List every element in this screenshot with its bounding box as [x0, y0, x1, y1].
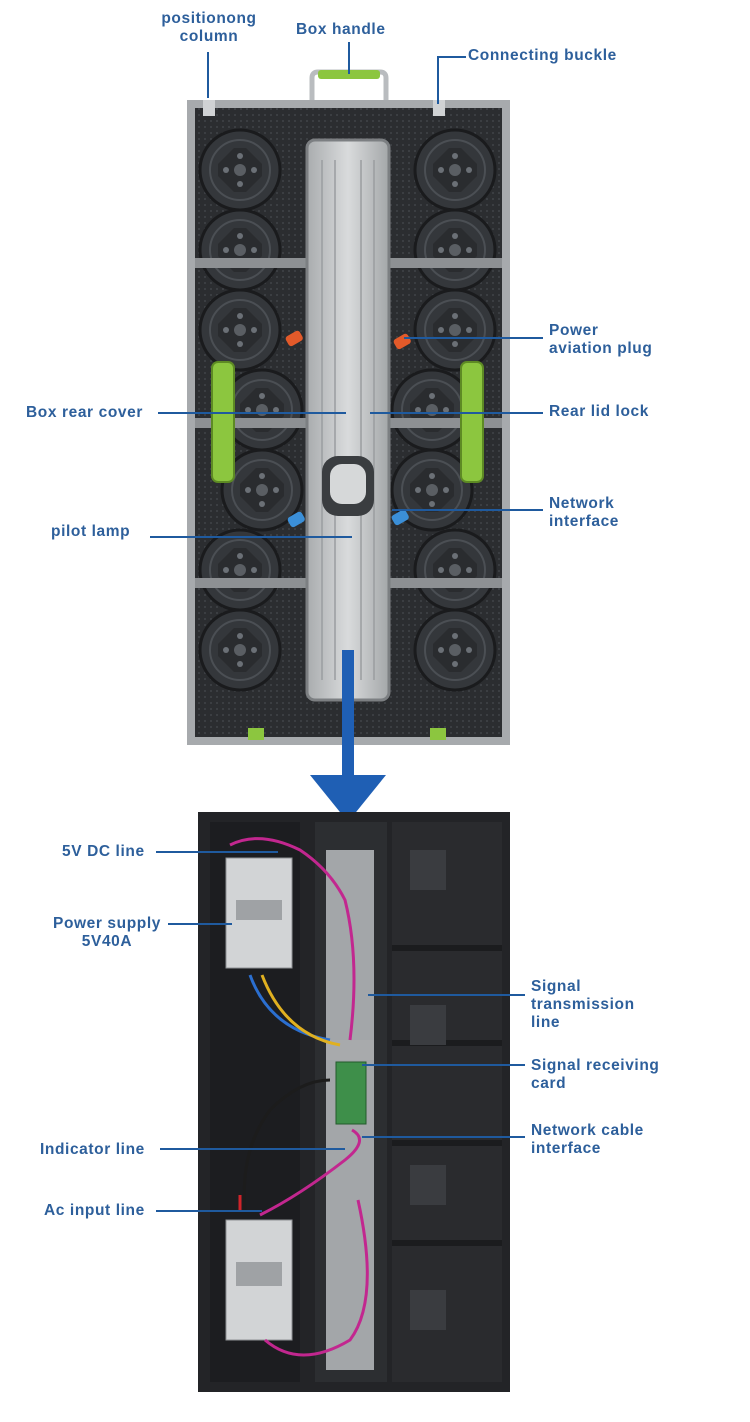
label-pilot-lamp: pilot lamp [51, 523, 131, 540]
label-power-supply: Power supply 5V40A [53, 915, 161, 950]
label-box-handle: Box handle [296, 21, 386, 38]
box-rear-cover [305, 138, 391, 702]
label-network-interface: Network interface [549, 495, 620, 530]
label-5v-dc-line: 5V DC line [62, 843, 145, 860]
down-arrow-icon [310, 650, 386, 822]
label-box-rear-cover: Box rear cover [26, 404, 143, 421]
network-interface [287, 511, 305, 528]
led-cabinet-interior-view [198, 812, 510, 1392]
left-green-handle [211, 361, 235, 483]
power-aviation-plug [285, 330, 303, 347]
wiring [229, 837, 369, 1357]
label-power-aviation-plug: Power aviation plug [549, 322, 653, 357]
leader-lines [150, 42, 543, 1212]
label-signal-receiving-card: Signal receiving card [531, 1057, 660, 1092]
label-connecting-buckle: Connecting buckle [468, 47, 617, 64]
label-signal-transmission-line: Signal transmission line [531, 978, 635, 1031]
signal-receiving-card [335, 1061, 367, 1125]
label-ac-input-line: Ac input line [44, 1202, 145, 1219]
label-rear-lid-lock: Rear lid lock [549, 403, 649, 420]
label-positioning-column: positionong column [161, 10, 257, 45]
right-green-handle [460, 361, 484, 483]
label-indicator-line: Indicator line [40, 1141, 145, 1158]
label-network-cable-interface: Network cable interface [531, 1122, 644, 1157]
led-cabinet-rear-view [187, 69, 510, 745]
